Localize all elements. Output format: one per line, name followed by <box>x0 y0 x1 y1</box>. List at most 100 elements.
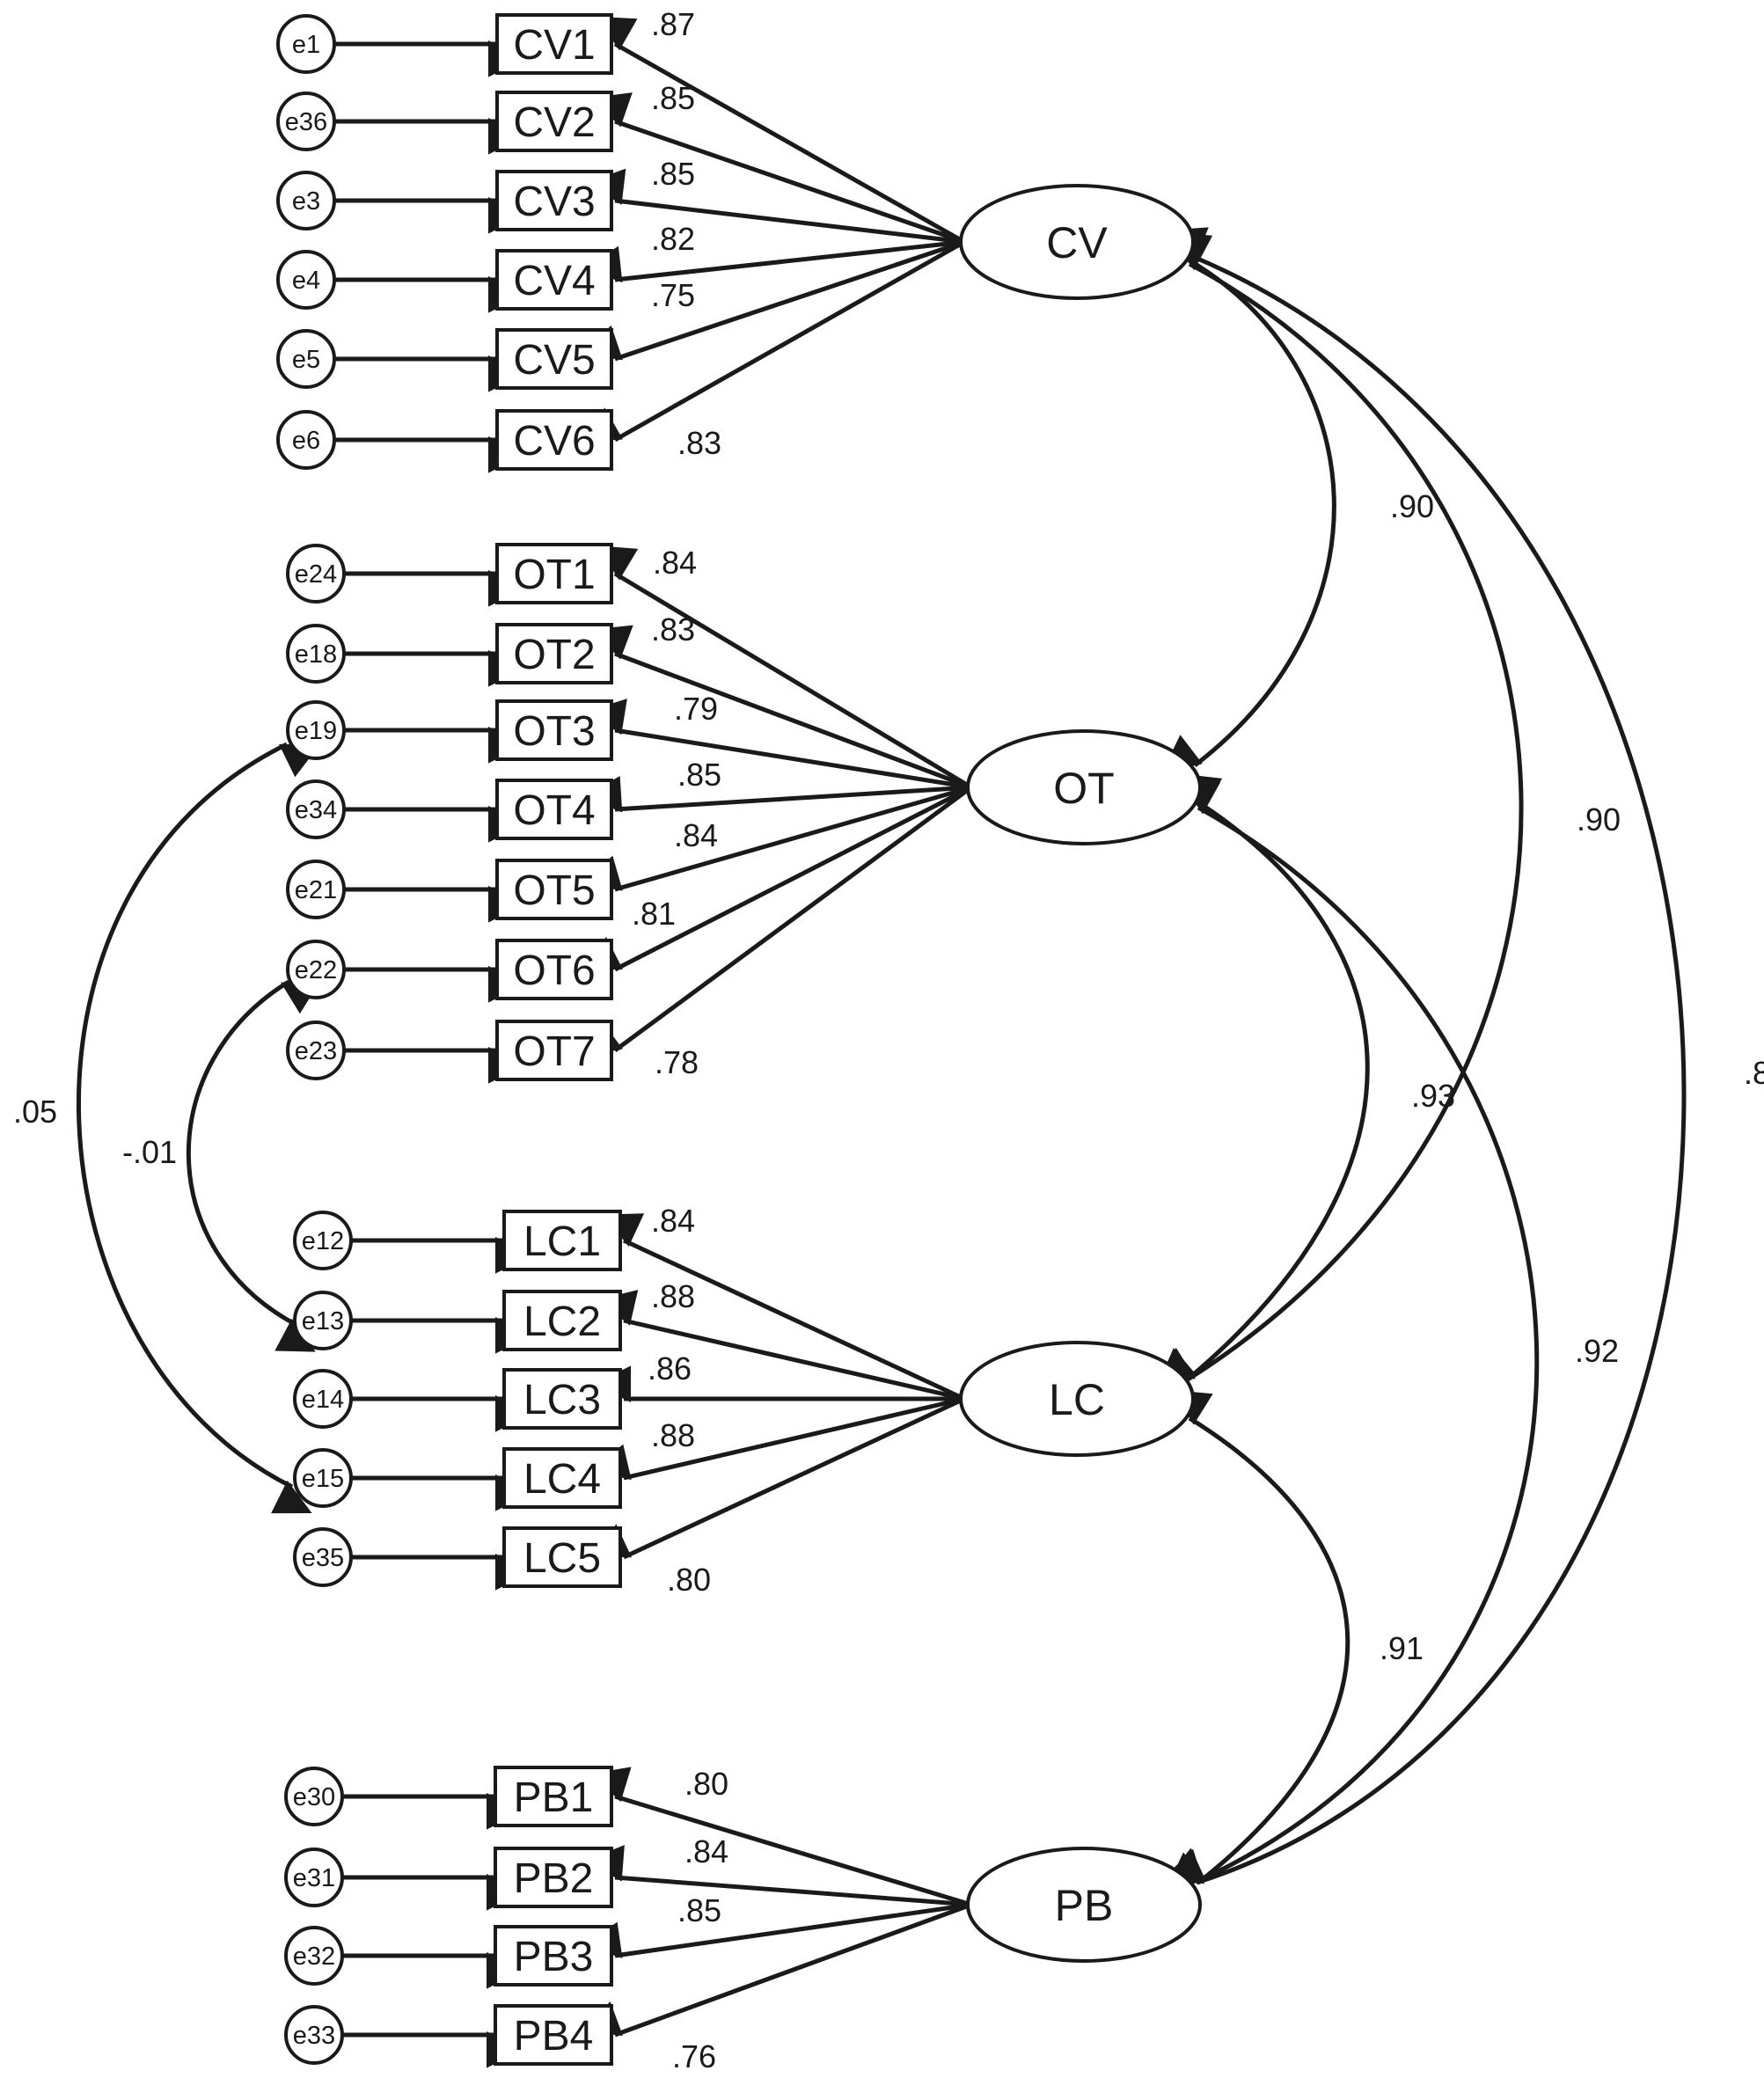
error-term-e23 <box>286 1021 346 1080</box>
indicator-label-cv2: CV2 <box>513 99 595 146</box>
indicator-label-pb1: PB1 <box>514 1774 594 1821</box>
loading-path-ot7 <box>582 785 973 1057</box>
loading-value-cv5: .75 <box>651 277 695 313</box>
error-label-e3: e3 <box>292 187 320 216</box>
loading-value-cv3: .85 <box>651 156 695 192</box>
loading-path-ot5 <box>582 785 972 892</box>
error-label-e34: e34 <box>295 796 337 824</box>
error-term-e35 <box>293 1527 353 1587</box>
error-label-e1: e1 <box>292 31 320 59</box>
error-label-e31: e31 <box>293 1864 335 1892</box>
loading-path-ot1 <box>597 545 973 790</box>
error-label-e19: e19 <box>295 717 337 745</box>
latent-label-lc: LC <box>1049 1375 1105 1424</box>
error-term-e34 <box>286 779 346 839</box>
latent-label-ot: OT <box>1053 764 1114 813</box>
loading-path-ot3 <box>588 699 972 790</box>
loading-value-cv2: .85 <box>651 80 695 116</box>
error-label-e33: e33 <box>293 2022 335 2050</box>
loading-value-ot7: .78 <box>655 1044 699 1080</box>
indicator-lc1 <box>502 1210 622 1271</box>
loading-path-lc1 <box>603 1213 966 1401</box>
error-term-e32 <box>284 1926 344 1986</box>
latent-lc <box>959 1341 1195 1457</box>
error-term-e13 <box>293 1291 353 1350</box>
error-term-e1 <box>276 14 336 74</box>
indicator-label-ot1: OT1 <box>513 552 595 598</box>
indicator-cv6 <box>495 409 613 471</box>
error-term-e5 <box>276 329 336 389</box>
indicator-label-cv5: CV5 <box>513 337 595 384</box>
error-label-e22: e22 <box>295 956 337 984</box>
error-term-e3 <box>276 171 336 230</box>
loading-value-cv6: .83 <box>677 425 721 461</box>
correlation-arc-cv-lc <box>1154 237 1524 1383</box>
latent-label-pb: PB <box>1055 1881 1114 1930</box>
indicator-lc2 <box>502 1290 622 1351</box>
error-label-e12: e12 <box>302 1227 344 1255</box>
loading-value-ot3: .79 <box>674 691 718 727</box>
indicator-label-pb4: PB4 <box>514 2013 594 2060</box>
error-label-e13: e13 <box>302 1307 344 1335</box>
loading-path-pb4 <box>582 1902 972 2038</box>
correlation-arc-lc-pb <box>1166 1389 1350 1890</box>
indicator-ot3 <box>495 699 613 761</box>
error-term-e36 <box>276 91 336 151</box>
loading-path-lc2 <box>598 1290 965 1401</box>
indicator-lc4 <box>502 1447 622 1509</box>
error-term-e19 <box>286 700 346 760</box>
error-term-e6 <box>276 410 336 470</box>
error-term-e21 <box>286 860 346 919</box>
loading-value-ot1: .84 <box>653 545 697 581</box>
indicator-pb3 <box>494 1925 613 1987</box>
error-label-e23: e23 <box>295 1037 337 1065</box>
error-covariance-arc-e22-e13 <box>186 978 322 1352</box>
error-label-e35: e35 <box>302 1544 344 1572</box>
loading-value-lc5: .80 <box>667 1562 711 1598</box>
indicator-cv4 <box>495 249 613 311</box>
error-label-e32: e32 <box>293 1943 335 1971</box>
loading-path-cv5 <box>582 239 965 362</box>
loading-value-ot5: .84 <box>674 817 718 853</box>
error-term-e15 <box>293 1448 353 1508</box>
error-label-e6: e6 <box>292 427 320 455</box>
loading-value-lc1: .84 <box>651 1203 695 1239</box>
loading-path-lc4 <box>591 1396 965 1481</box>
indicator-label-cv6: CV6 <box>513 418 595 465</box>
indicator-pb2 <box>494 1847 613 1908</box>
correlation-value-cv-ot: .90 <box>1390 488 1434 524</box>
indicator-label-lc3: LC3 <box>523 1377 601 1423</box>
correlation-value-ot-lc: .93 <box>1411 1078 1455 1114</box>
loading-path-cv1 <box>597 16 966 245</box>
indicator-label-ot7: OT7 <box>513 1028 595 1075</box>
loading-path-pb2 <box>586 1845 972 1907</box>
indicator-cv1 <box>495 13 613 75</box>
loading-value-lc4: .88 <box>651 1417 695 1453</box>
error-label-e30: e30 <box>293 1783 335 1811</box>
indicator-label-ot3: OT3 <box>513 708 595 755</box>
loading-path-cv6 <box>582 239 966 443</box>
indicator-label-ot2: OT2 <box>513 632 595 678</box>
indicator-label-pb2: PB2 <box>514 1855 594 1902</box>
correlation-arc-cv-ot <box>1162 232 1336 772</box>
error-term-e18 <box>286 624 346 684</box>
indicator-cv2 <box>495 91 613 152</box>
error-covariance-value-e22-e13: -.01 <box>122 1134 177 1170</box>
indicator-label-lc1: LC1 <box>523 1218 601 1265</box>
indicator-pb4 <box>494 2004 613 2066</box>
indicator-label-lc4: LC4 <box>523 1456 601 1503</box>
loading-value-lc2: .88 <box>651 1278 695 1314</box>
loading-value-pb1: .80 <box>684 1766 728 1802</box>
latent-label-cv: CV <box>1046 218 1108 267</box>
error-term-e24 <box>286 544 346 604</box>
error-label-e21: e21 <box>295 876 337 904</box>
indicator-label-ot4: OT4 <box>513 787 595 834</box>
correlation-arc-cv-pb <box>1163 227 1687 1885</box>
indicator-lc3 <box>502 1368 622 1430</box>
error-term-e22 <box>286 940 346 999</box>
latent-ot <box>966 729 1202 845</box>
loading-path-ot6 <box>582 785 973 972</box>
correlation-value-cv-lc: .90 <box>1577 801 1621 838</box>
loading-value-cv1: .87 <box>651 6 695 42</box>
loading-path-cv2 <box>591 92 965 245</box>
